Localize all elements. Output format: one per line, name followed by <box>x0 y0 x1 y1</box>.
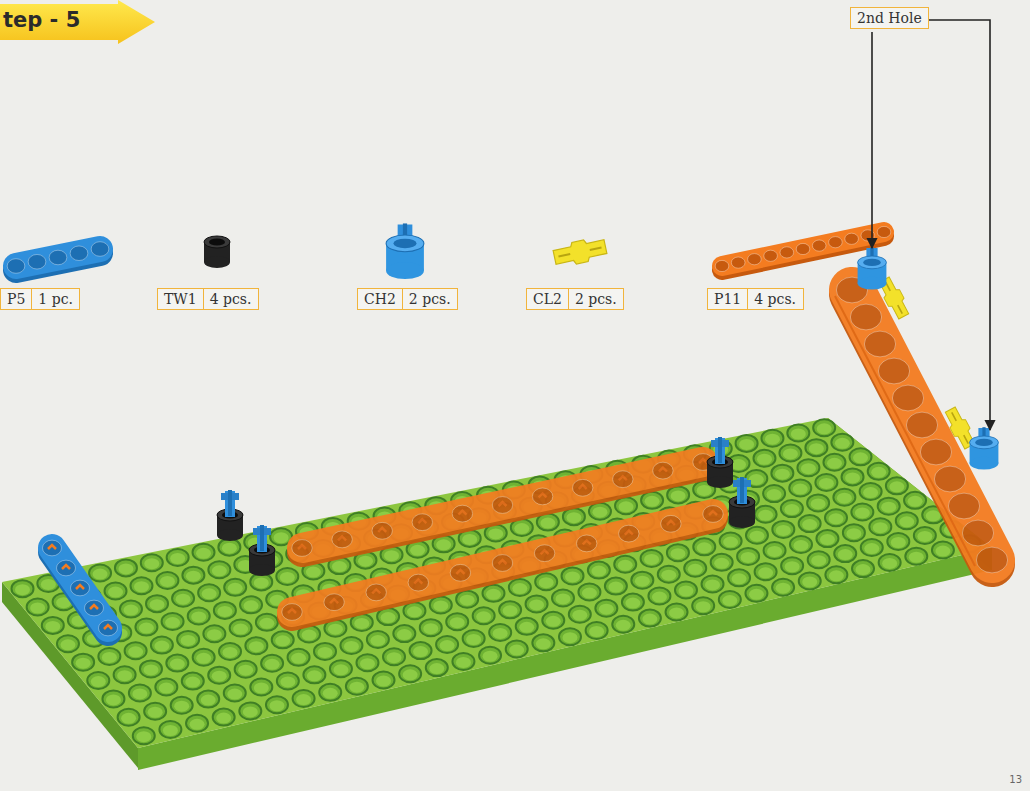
part-count: 2 pcs. <box>402 289 457 309</box>
beam <box>715 226 891 271</box>
part-code: CH2 <box>358 289 402 309</box>
part-code: 2nd Hole <box>851 8 928 28</box>
beam <box>836 277 1007 573</box>
connector-cl2 <box>552 236 607 268</box>
part-count: 1 pc. <box>31 289 79 309</box>
assembly <box>42 247 1007 636</box>
axle-pin <box>221 490 239 517</box>
axle-pin <box>253 525 271 552</box>
beam <box>7 242 109 274</box>
part-label: CL22 pcs. <box>526 288 624 310</box>
axle-pin <box>733 477 751 504</box>
part-count: 4 pcs. <box>203 289 258 309</box>
bush-tw1 <box>204 236 230 268</box>
connector-ch2 <box>386 223 424 279</box>
part-count: 2 pcs. <box>568 289 623 309</box>
step-number: tep - 5 <box>0 0 80 40</box>
part-code: P11 <box>708 289 747 309</box>
part-label: TW14 pcs. <box>157 288 259 310</box>
callout-label: 2nd Hole <box>850 7 929 29</box>
step-banner: tep - 5 <box>0 0 155 48</box>
baseplate <box>2 418 992 770</box>
part-label: P51 pc. <box>0 288 80 310</box>
connector-ch2 <box>858 247 887 289</box>
part-code: CL2 <box>527 289 568 309</box>
beam <box>282 506 723 621</box>
step-arrow-shape <box>0 0 155 44</box>
parts-icons <box>7 223 891 279</box>
part-code: P5 <box>1 289 31 309</box>
leader-lines <box>872 20 990 430</box>
axle-pin <box>711 437 729 464</box>
connector-ch2 <box>970 427 999 469</box>
part-code: TW1 <box>158 289 203 309</box>
part-label: P114 pcs. <box>707 288 804 310</box>
page-number: 13 <box>1009 774 1022 785</box>
part-count: 4 pcs. <box>747 289 802 309</box>
beam <box>42 540 117 636</box>
part-label: CH22 pcs. <box>357 288 458 310</box>
leader-line <box>924 20 990 430</box>
leader-line <box>871 32 873 248</box>
